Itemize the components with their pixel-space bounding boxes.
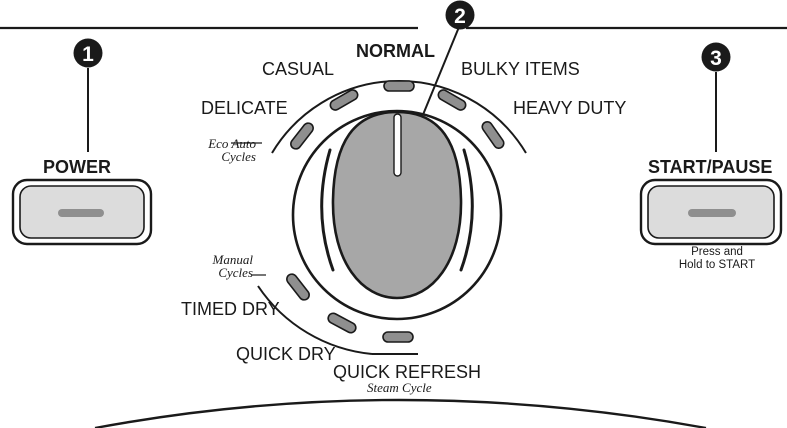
start-pause-indicator-bar (688, 209, 736, 217)
indicator-bulky-items (437, 89, 467, 111)
start-pause-hint-line-2: Hold to START (678, 259, 756, 271)
quick-refresh-subtitle: Steam Cycle (367, 380, 432, 395)
dial-grip-left (320, 148, 335, 272)
start-pause-hint: Press and Hold to START (662, 246, 772, 272)
cycle-selector-dial[interactable] (291, 109, 503, 321)
callout-badge-1: 1 (73, 38, 103, 68)
start-pause-label: START/PAUSE (648, 157, 773, 177)
callout-badge-3: 3 (701, 42, 731, 72)
cycle-label-quick-refresh[interactable]: QUICK REFRESH (333, 362, 482, 382)
dial-knob[interactable] (331, 110, 463, 300)
power-indicator-bar (58, 209, 104, 217)
manual-cycles-group-label: Manual Cycles (193, 253, 253, 279)
power-button[interactable] (11, 178, 153, 246)
cycle-label-normal[interactable]: NORMAL (356, 41, 435, 61)
start-pause-hint-line-1: Press and (691, 246, 743, 258)
indicator-quick-refresh (382, 331, 414, 343)
manual-cycles-line-1: Manual (212, 252, 253, 267)
manual-cycles-line-2: Cycles (218, 265, 253, 280)
svg-text:3: 3 (710, 47, 722, 70)
eco-cycles-group-label: Eco Auto Cycles (196, 137, 256, 163)
cycle-label-casual[interactable]: CASUAL (262, 59, 335, 79)
svg-text:2: 2 (454, 5, 466, 28)
indicator-heavy-duty (481, 121, 505, 149)
dial-pointer (393, 113, 402, 177)
cycle-label-delicate[interactable]: DELICATE (201, 98, 288, 118)
panel-bottom-curve (94, 398, 707, 428)
power-label: POWER (43, 157, 112, 177)
cycle-label-timed-dry[interactable]: TIMED DRY (181, 299, 280, 319)
callout-2-leader (419, 26, 460, 123)
indicator-normal (383, 80, 415, 92)
indicator-quick-dry (327, 312, 357, 334)
eco-cycles-line-2: Cycles (221, 149, 256, 164)
indicator-timed-dry (286, 273, 310, 301)
cycle-label-quick-dry[interactable]: QUICK DRY (236, 344, 336, 364)
dial-grip-right (459, 148, 474, 272)
indicator-delicate (290, 122, 314, 150)
manual-cycles-arc (257, 285, 373, 355)
cycle-label-bulky-items[interactable]: BULKY ITEMS (461, 59, 580, 79)
eco-cycles-line-1: Eco Auto (208, 136, 256, 151)
start-pause-button[interactable] (639, 178, 783, 246)
cycle-label-heavy-duty[interactable]: HEAVY DUTY (513, 98, 627, 118)
callout-badge-2: 2 (445, 0, 475, 30)
indicator-casual (329, 89, 359, 111)
svg-text:1: 1 (82, 43, 94, 66)
